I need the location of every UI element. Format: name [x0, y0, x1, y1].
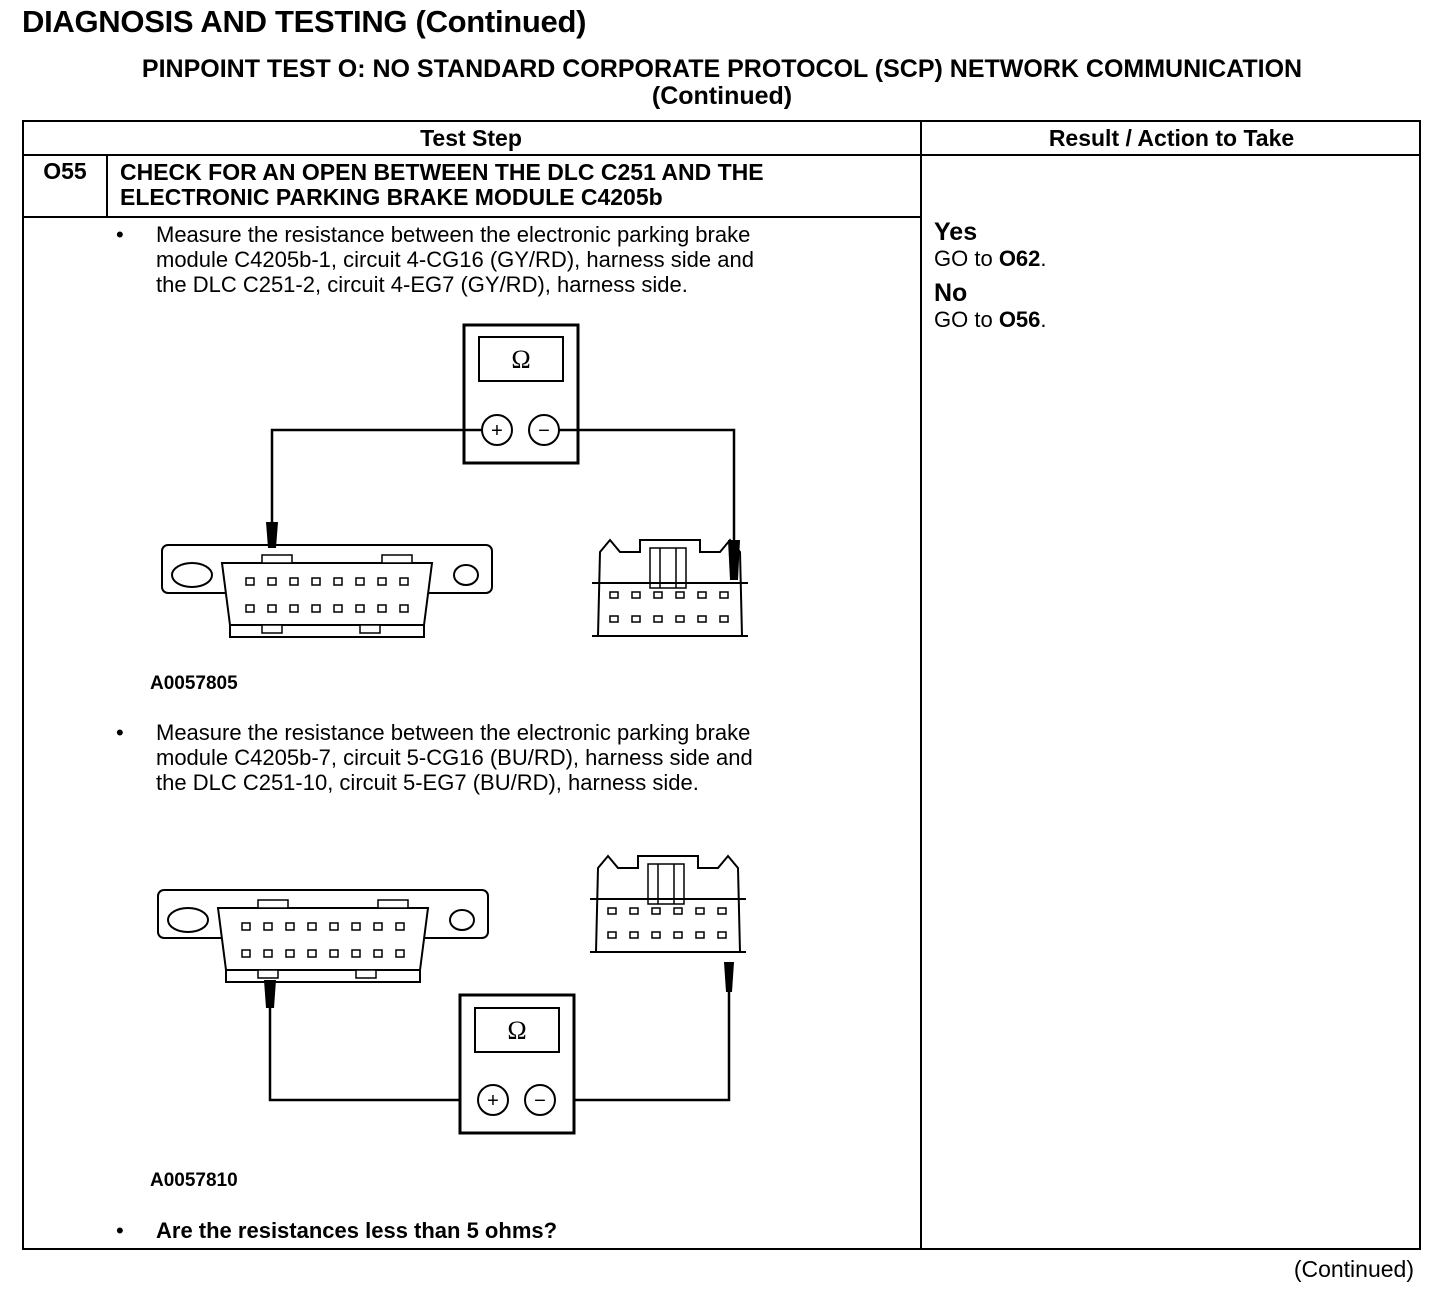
minus-sign: −: [534, 1090, 546, 1112]
instruction-1-line: module C4205b-1, circuit 4-CG16 (GY/RD),…: [156, 247, 754, 272]
figure-2-id: A0057810: [150, 1170, 238, 1191]
pinpoint-test-title-line1: PINPOINT TEST O: NO STANDARD CORPORATE P…: [141, 55, 1303, 83]
ohmmeter-2: Ω + −: [458, 993, 576, 1135]
column-divider: [920, 120, 922, 1250]
pinpoint-test-title: PINPOINT TEST O: NO STANDARD CORPORATE P…: [22, 56, 1422, 110]
column-header-result: Result / Action to Take: [1048, 125, 1295, 151]
yes-target-link[interactable]: O62: [998, 246, 1041, 271]
plus-sign: +: [491, 420, 503, 442]
plus-terminal-icon: [477, 1084, 509, 1116]
no-target-link[interactable]: O56: [998, 307, 1041, 332]
page-title: DIAGNOSIS AND TESTING (Continued): [22, 4, 587, 39]
bullet-icon: •: [116, 720, 124, 745]
ohm-symbol-icon: Ω: [511, 345, 530, 374]
instruction-1-line: Measure the resistance between the elect…: [156, 222, 751, 247]
bullet-icon: •: [116, 1218, 124, 1243]
step-title-line2: ELECTRONIC PARKING BRAKE MODULE C4205b: [120, 184, 663, 210]
instruction-1-line: the DLC C251-2, circuit 4-EG7 (GY/RD), h…: [156, 272, 688, 297]
bullet-icon: •: [116, 222, 124, 247]
dlc-connector-1: [161, 544, 493, 638]
figure-1-id: A0057805: [150, 673, 238, 694]
result-no-label: No: [934, 279, 968, 307]
period: .: [1040, 307, 1047, 332]
header-divider: [22, 154, 1421, 156]
step-number-divider: [106, 156, 108, 216]
action-text: GO to: [934, 307, 993, 332]
test-lead-negative: [556, 990, 731, 1102]
continued-footer: (Continued): [1293, 1256, 1414, 1282]
test-lead-positive: [270, 428, 482, 530]
figure-1: Ω + −: [161, 323, 751, 638]
step-number: O55: [43, 158, 87, 184]
test-lead-negative: [559, 428, 736, 540]
action-text: GO to: [934, 246, 993, 271]
ohm-symbol-icon: Ω: [507, 1016, 526, 1045]
period: .: [1040, 246, 1047, 271]
figure-2: Ω + −: [157, 855, 749, 1135]
pinpoint-test-title-line2: (Continued): [651, 82, 793, 110]
plus-sign: +: [487, 1090, 499, 1112]
instruction-1: Measure the resistance between the elect…: [156, 222, 876, 297]
result-yes-label: Yes: [934, 218, 978, 246]
column-header-test-step: Test Step: [420, 125, 522, 151]
module-connector-1: [589, 539, 751, 637]
result-no-action: GO to O56.: [934, 307, 1047, 333]
question: Are the resistances less than 5 ohms?: [156, 1218, 558, 1243]
instruction-2-line: module C4205b-7, circuit 5-CG16 (BU/RD),…: [156, 745, 753, 770]
step-title: CHECK FOR AN OPEN BETWEEN THE DLC C251 A…: [120, 160, 910, 210]
instruction-2-line: Measure the resistance between the elect…: [156, 720, 751, 745]
minus-terminal-icon: [524, 1084, 556, 1116]
instruction-2: Measure the resistance between the elect…: [156, 720, 876, 795]
ohmmeter-1: Ω + −: [462, 323, 580, 465]
step-title-line1: CHECK FOR AN OPEN BETWEEN THE DLC C251 A…: [120, 159, 764, 185]
dlc-connector-2: [157, 889, 489, 983]
result-yes-action: GO to O62.: [934, 246, 1047, 272]
probe-icon: [728, 540, 740, 580]
probe-icon: [266, 522, 278, 548]
probe-icon: [264, 980, 276, 1008]
minus-sign: −: [538, 420, 550, 442]
test-lead-positive: [268, 1005, 478, 1102]
test-table: [22, 120, 1421, 1250]
probe-icon: [724, 962, 734, 992]
module-connector-2: [587, 855, 749, 953]
instruction-2-line: the DLC C251-10, circuit 5-EG7 (BU/RD), …: [156, 770, 699, 795]
step-title-divider: [22, 216, 920, 218]
